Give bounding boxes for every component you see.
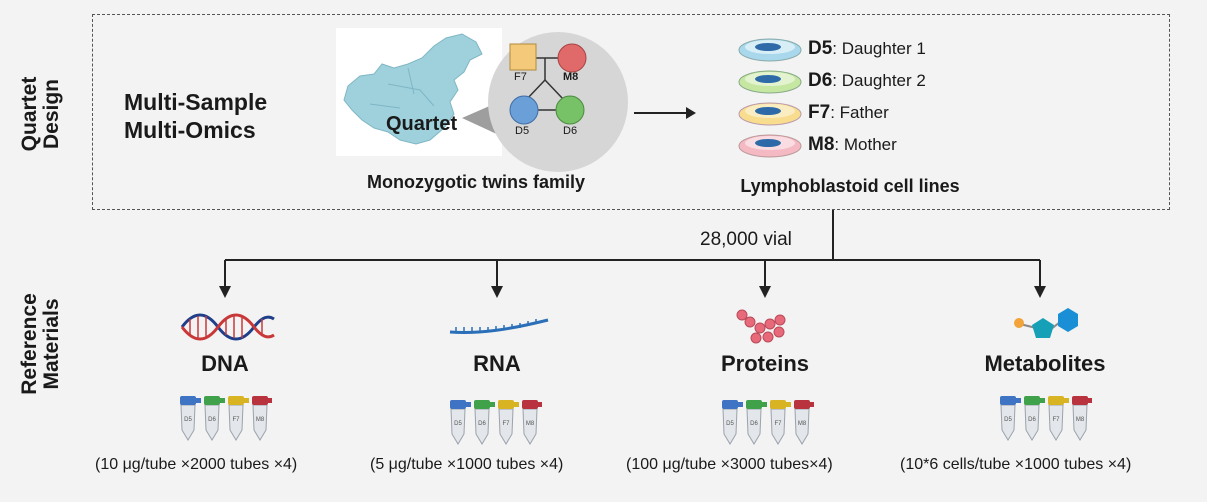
side-label-line: Reference <box>18 293 41 395</box>
tube-label: M8 <box>256 417 265 423</box>
cell-line-f7: F7: Father <box>808 102 889 124</box>
tube-icon: M8 <box>252 396 272 441</box>
cell-line-m8: M8: Mother <box>808 134 897 156</box>
tube-label: D5 <box>454 421 462 427</box>
cell-line-d6: D6: Daughter 2 <box>808 70 926 92</box>
design-title-line1: Multi-Sample <box>124 89 268 115</box>
tube-icon: D5 <box>450 400 471 445</box>
tube-label: D5 <box>726 421 734 427</box>
side-label-line: Quartet <box>18 76 41 152</box>
tube-label: M8 <box>1076 417 1085 423</box>
tube-icon: F7 <box>498 400 519 445</box>
right-arrow-icon <box>634 107 696 119</box>
cell-code: F7 <box>808 102 831 123</box>
tube-label: M8 <box>526 421 535 427</box>
tube-label: F7 <box>232 417 240 423</box>
tube-icon: D6 <box>746 400 767 445</box>
tube-icon: D6 <box>204 396 225 441</box>
tube-label: M8 <box>798 421 807 427</box>
pedigree-mother-label: M8 <box>563 71 579 83</box>
material-name-dna: DNA <box>201 351 249 376</box>
cell-name: : Father <box>830 103 889 122</box>
tube-group-rna: D5 D6 F7 M8 <box>450 400 542 445</box>
tube-icon: D5 <box>180 396 201 441</box>
daughter2-circle-icon <box>555 95 585 125</box>
reference-materials-label: Reference Materials <box>18 293 63 395</box>
sibling-line-right <box>544 79 565 101</box>
daughter1-circle-icon <box>509 95 539 125</box>
dna-helix-icon <box>180 313 275 341</box>
tube-label: F7 <box>502 421 510 427</box>
distribution-tree <box>219 210 1046 298</box>
cell-code: D6 <box>808 70 833 91</box>
tube-icon: D6 <box>1024 396 1045 441</box>
tube-label: F7 <box>1052 417 1060 423</box>
tube-icon: M8 <box>522 400 542 445</box>
cell-name: : Daughter 2 <box>832 71 926 90</box>
mother-circle-icon <box>557 43 587 73</box>
down-arrow-icon <box>219 260 231 298</box>
material-name-rna: RNA <box>473 351 521 376</box>
quartet-design-label: Quartet Design <box>18 71 63 157</box>
tube-icon: F7 <box>1048 396 1069 441</box>
design-title-line2: Multi-Omics <box>124 117 256 143</box>
tube-group-metabolites: D5 D6 F7 M8 <box>1000 396 1092 441</box>
spec-metabolites: (10*6 cells/tube ×1000 tubes ×4) <box>900 456 1132 473</box>
pedigree-father-label: F7 <box>514 71 527 83</box>
cell-dishes <box>738 38 802 158</box>
down-arrow-icon <box>1034 260 1046 298</box>
map-borders <box>369 67 435 109</box>
spec-dna: (10 μg/tube ×2000 tubes ×4) <box>95 456 298 473</box>
cells-caption: Lymphoblastoid cell lines <box>740 176 960 196</box>
tube-label: D6 <box>208 417 216 423</box>
quartet-design-box <box>92 14 1170 210</box>
cell-line-d5: D5: Daughter 1 <box>808 38 926 60</box>
rna-strand-icon <box>449 318 549 334</box>
tube-icon: M8 <box>794 400 814 445</box>
metabolite-molecule-icon <box>1014 308 1078 338</box>
vial-count-label: 28,000 vial <box>700 229 792 250</box>
dish-m8-icon <box>738 134 802 158</box>
cell-name: : Daughter 1 <box>832 39 926 58</box>
material-name-proteins: Proteins <box>720 351 810 376</box>
cell-name: : Mother <box>834 135 897 154</box>
spec-proteins: (100 μg/tube ×3000 tubes×4) <box>626 456 833 473</box>
design-title: Multi-Sample Multi-Omics <box>124 88 267 144</box>
father-square-icon <box>509 43 537 71</box>
tube-icon: F7 <box>770 400 791 445</box>
tube-icon: D5 <box>1000 396 1021 441</box>
tube-label: D5 <box>184 417 192 423</box>
protein-chain-icon <box>736 309 786 344</box>
spec-rna: (5 μg/tube ×1000 tubes ×4) <box>370 456 564 473</box>
family-caption: Monozygotic twins family <box>366 172 585 192</box>
dish-d5-icon <box>738 38 802 62</box>
family-graphic <box>336 28 628 172</box>
side-label-line: Design <box>40 79 63 150</box>
tube-icon: F7 <box>228 396 249 441</box>
cell-code: D5 <box>808 38 833 59</box>
tube-group-dna: D5 D6 F7 M8 <box>180 396 272 441</box>
tube-label: D5 <box>1004 417 1012 423</box>
pedigree-daughter2-label: D6 <box>563 125 578 137</box>
tube-icon: D6 <box>474 400 495 445</box>
down-arrow-icon <box>491 260 503 298</box>
tube-icon: M8 <box>1072 396 1092 441</box>
tube-label: D6 <box>750 421 758 427</box>
map-label: Quartet <box>386 113 458 135</box>
tube-label: D6 <box>478 421 486 427</box>
down-arrow-icon <box>759 260 771 298</box>
cell-code: M8 <box>808 134 835 155</box>
tube-label: F7 <box>774 421 782 427</box>
pedigree-daughter1-label: D5 <box>515 125 530 137</box>
tube-label: D6 <box>1028 417 1036 423</box>
side-label-line: Materials <box>40 298 63 390</box>
dish-f7-icon <box>738 102 802 126</box>
dish-d6-icon <box>738 70 802 94</box>
tube-group-proteins: D5 D6 F7 M8 <box>722 400 814 445</box>
tube-icon: D5 <box>722 400 743 445</box>
material-name-metabolites: Metabolites <box>984 351 1106 376</box>
